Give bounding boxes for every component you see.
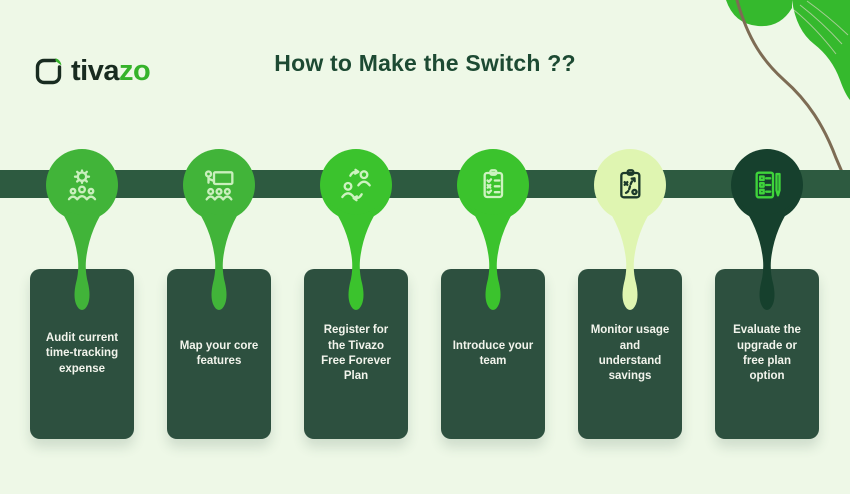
- step-label: Register for the Tivazo Free Forever Pla…: [321, 324, 391, 383]
- clipboard-checklist-icon: [483, 169, 504, 199]
- step-label: Map your core features: [179, 339, 259, 367]
- brand-wordmark: tivazo: [71, 55, 151, 87]
- step-card: Audit current time-tracking expense: [30, 269, 134, 439]
- timeline-band: [0, 170, 850, 198]
- step-6: Evaluate the upgrade or free plan option: [715, 140, 819, 439]
- form-pen-icon: [755, 171, 781, 199]
- page-title: How to Make the Switch ??: [274, 50, 576, 76]
- team-gear-icon: [67, 169, 97, 201]
- map-pin-drip-shape: [457, 149, 529, 310]
- map-pin-drip-shape: [594, 149, 666, 310]
- brand-logo: tivazo: [33, 55, 151, 87]
- step-5: Monitor usage and understand savings: [578, 140, 682, 439]
- presentation-icon: [204, 170, 234, 201]
- step-label: Monitor usage and understand savings: [590, 324, 670, 383]
- brand-green-part: zo: [118, 55, 151, 87]
- strategy-board-icon: [620, 169, 641, 199]
- step-card: Map your core features: [167, 269, 271, 439]
- step-1: Audit current time-tracking expense: [30, 140, 134, 439]
- swap-people-icon: [341, 168, 371, 202]
- step-4: Introduce your team: [441, 140, 545, 439]
- brand-dark-part: tiva: [71, 55, 119, 87]
- step-card: Monitor usage and understand savings: [578, 269, 682, 439]
- step-3: Register for the Tivazo Free Forever Pla…: [304, 140, 408, 439]
- steps-row: Audit current time-tracking expense Map …: [30, 140, 819, 439]
- step-label: Audit current time-tracking expense: [45, 332, 119, 375]
- map-pin-drip-shape: [320, 149, 392, 310]
- tivazo-logo-icon: [35, 58, 62, 85]
- step-label: Introduce your team: [452, 339, 534, 367]
- map-pin-drip-shape: [46, 149, 118, 310]
- step-label: Evaluate the upgrade or free plan option: [733, 324, 801, 383]
- thin-contour-lines: [793, 0, 849, 55]
- step-2: Map your core features: [167, 140, 271, 439]
